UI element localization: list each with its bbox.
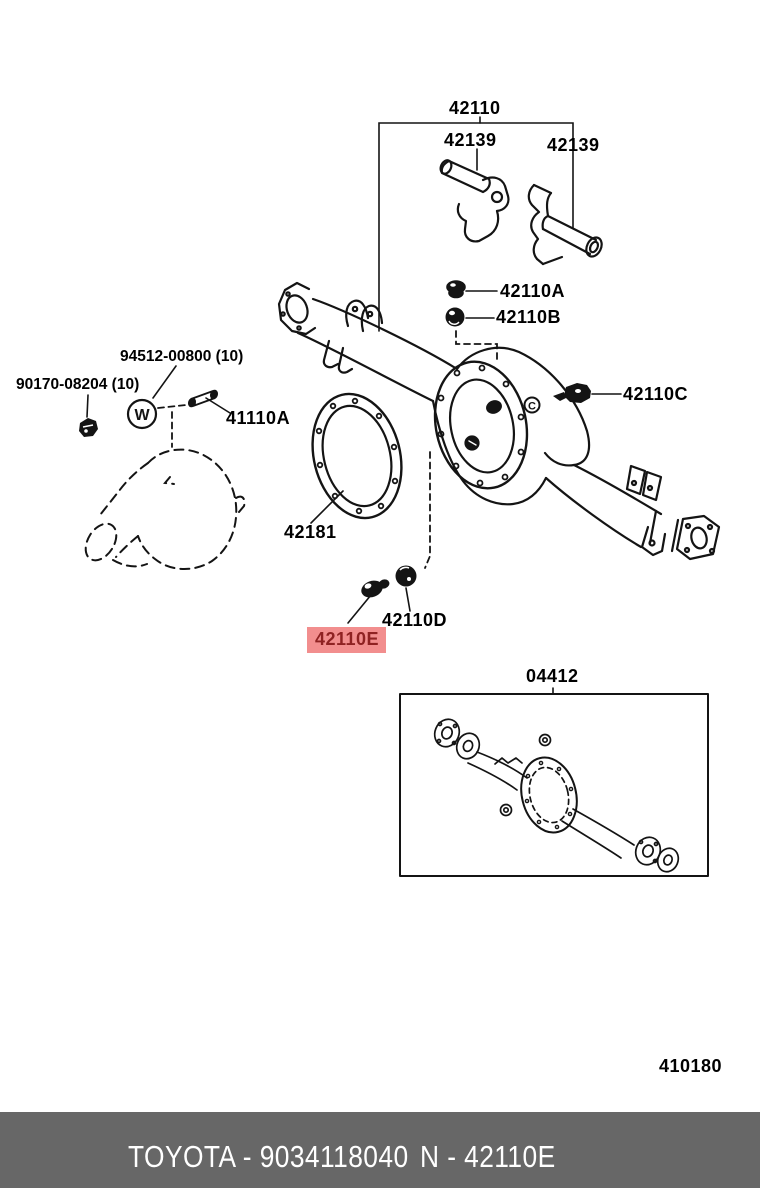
dowel-pin-icon — [187, 389, 219, 408]
part-label-42181[interactable]: 42181 — [284, 522, 337, 542]
lock-nut-icon — [79, 418, 98, 437]
part-label-42110b[interactable]: 42110B — [496, 307, 562, 327]
part-label-42110d[interactable]: 42110D — [382, 610, 448, 630]
part-label-42110a[interactable]: 42110A — [500, 281, 566, 301]
nut-b-icon — [445, 307, 465, 327]
page-code: 410180 — [659, 1056, 723, 1076]
part-label-90170-08204[interactable]: 90170-08204 (10) — [16, 376, 140, 393]
footer-part-number: TOYOTA - 9034118040 — [128, 1139, 409, 1174]
part-label-94512-00800[interactable]: 94512-00800 (10) — [120, 348, 244, 365]
carrier-phantom-drawing — [84, 448, 246, 570]
bump-stopper-right-drawing — [527, 183, 603, 266]
drain-plug-icon — [361, 579, 390, 598]
part-label-42110c[interactable]: 42110C — [623, 384, 689, 404]
washer-mark-letter: W — [134, 407, 150, 424]
part-label-42110e-highlighted[interactable]: 42110E — [307, 627, 387, 653]
casting-mark-letter: C — [528, 401, 536, 413]
bump-stopper-left-drawing — [439, 159, 510, 243]
inset-kit-drawing — [399, 693, 709, 877]
footer-frame-code: N - 42110E — [420, 1139, 556, 1174]
part-label-42139-right[interactable]: 42139 — [547, 135, 600, 155]
plug-gasket-icon — [395, 565, 417, 587]
axle-housing-drawing — [277, 281, 721, 561]
gasket-drawing — [311, 392, 403, 520]
part-label-42110[interactable]: 42110 — [449, 98, 501, 118]
footer-bar: TOYOTA - 9034118040 N - 42110E — [0, 1112, 760, 1188]
part-label-04412[interactable]: 04412 — [526, 666, 579, 686]
washer-mark-icon — [126, 398, 158, 430]
nut-a-icon — [446, 280, 466, 299]
part-label-42139-left[interactable]: 42139 — [444, 130, 497, 150]
breather-plug-icon — [553, 383, 591, 403]
part-label-41110a[interactable]: 41110A — [226, 408, 291, 428]
